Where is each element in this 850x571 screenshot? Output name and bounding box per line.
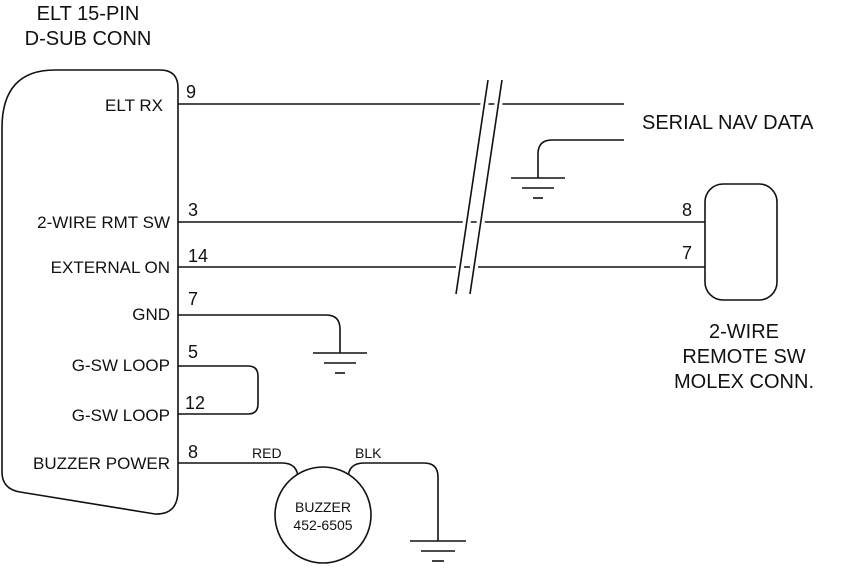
molex-pin-8: 8 xyxy=(682,200,692,220)
serial-nav-data-label: SERIAL NAV DATA xyxy=(642,112,814,134)
signal-label-external-on: EXTERNAL ON xyxy=(51,258,170,277)
molex-pin-7: 7 xyxy=(682,243,692,263)
ground-symbol-buzzer xyxy=(410,540,466,562)
wire-label-red: RED xyxy=(252,445,282,461)
wire-serial-shield xyxy=(537,139,624,178)
pin-number-3: 3 xyxy=(188,200,198,220)
buzzer-part-number: 452-6505 xyxy=(293,517,352,533)
wire-g-sw-loop xyxy=(178,365,259,415)
wire-buzzer-red xyxy=(178,462,299,480)
cable-break-marks xyxy=(452,79,506,295)
signal-label-g-sw-loop-5: G-SW LOOP xyxy=(72,356,170,375)
pin-number-9: 9 xyxy=(186,82,196,102)
signal-label-2-wire-rmt-sw: 2-WIRE RMT SW xyxy=(37,213,170,232)
molex-label-line3: MOLEX CONN. xyxy=(674,371,814,393)
buzzer-body xyxy=(274,466,372,564)
pin-number-14: 14 xyxy=(188,246,208,266)
wire-gnd xyxy=(178,314,341,353)
wire-label-blk: BLK xyxy=(355,445,382,461)
molex-connector-body xyxy=(704,183,778,301)
ground-symbol-gnd xyxy=(313,352,367,374)
signal-label-buzzer-power: BUZZER POWER xyxy=(33,454,170,473)
signal-label-g-sw-loop-12: G-SW LOOP xyxy=(72,406,170,425)
wire-buzzer-blk xyxy=(347,462,439,541)
molex-label-line1: 2-WIRE xyxy=(709,321,779,343)
pin-number-7: 7 xyxy=(188,289,198,309)
ground-symbol-serial xyxy=(511,177,565,199)
connector-title-line2: D-SUB CONN xyxy=(25,28,152,50)
pin-number-8: 8 xyxy=(188,442,198,462)
dsub-connector-body xyxy=(1,69,179,515)
signal-label-gnd: GND xyxy=(132,305,170,324)
connector-title-line1: ELT 15-PIN xyxy=(37,3,140,25)
signal-label-elt-rx: ELT RX xyxy=(105,96,163,115)
pin-number-12: 12 xyxy=(185,393,205,413)
molex-label-line2: REMOTE SW xyxy=(682,346,805,368)
pin-number-5: 5 xyxy=(188,342,198,362)
buzzer-name: BUZZER xyxy=(295,499,351,515)
